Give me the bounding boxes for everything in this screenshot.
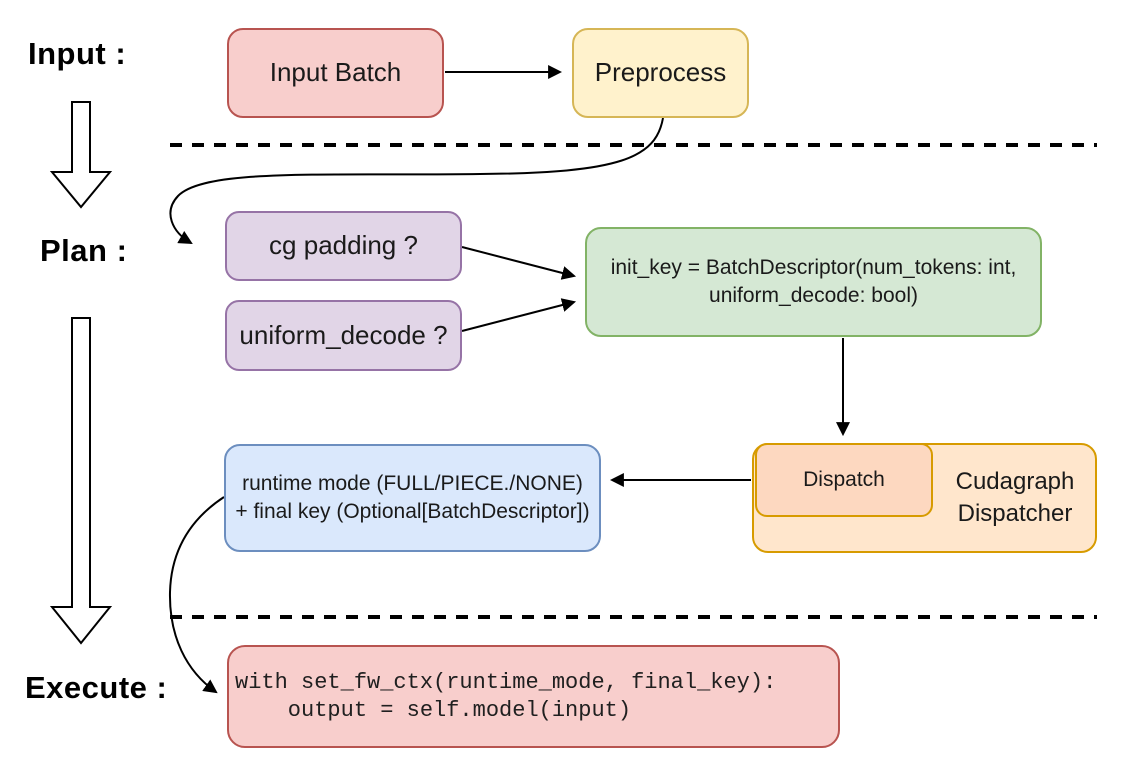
edge-uniform-decode-to-init-key: [461, 298, 577, 332]
stage-label-execute: Execute :: [25, 670, 168, 705]
stage-arrow-input-to-plan-icon: [49, 101, 113, 209]
node-uniform-decode: uniform_decode ?: [225, 300, 462, 371]
node-cg-padding: cg padding ?: [225, 211, 462, 281]
stage-label-plan: Plan :: [40, 233, 128, 268]
node-init-key-line1: init_key = BatchDescriptor(num_tokens: i…: [610, 255, 1017, 279]
edge-preprocess-to-cg-padding: [169, 117, 664, 245]
node-runtime-result-line1: runtime mode (FULL/PIECE./NONE): [242, 471, 583, 495]
stage-arrow-plan-to-execute-icon: [49, 317, 113, 645]
node-dispatch: Dispatch: [755, 443, 933, 517]
node-runtime-result: runtime mode (FULL/PIECE./NONE) + final …: [224, 444, 601, 552]
edge-cg-padding-to-init-key: [461, 246, 577, 280]
node-init-key: init_key = BatchDescriptor(num_tokens: i…: [585, 227, 1042, 337]
node-cudagraph-dispatcher-label: Cudagraph Dispatcher: [933, 443, 1097, 553]
node-uniform-decode-label: uniform_decode ?: [239, 319, 448, 350]
execute-code-line2: output = self.model(input): [235, 697, 632, 723]
node-dispatch-label: Dispatch: [803, 468, 885, 492]
stage-label-input: Input :: [28, 36, 127, 71]
node-preprocess: Preprocess: [572, 28, 749, 118]
cudagraph-label-line2: Dispatcher: [957, 500, 1073, 527]
node-execute-code: with set_fw_ctx(runtime_mode, final_key)…: [227, 645, 840, 748]
execute-code-line1: with set_fw_ctx(runtime_mode, final_key)…: [235, 670, 777, 695]
node-preprocess-label: Preprocess: [594, 57, 727, 88]
node-runtime-result-line2: + final key (Optional[BatchDescriptor]): [235, 500, 590, 523]
node-input-batch: Input Batch: [227, 28, 444, 118]
edge-runtime-result-to-execute-code: [168, 496, 225, 694]
node-input-batch-label: Input Batch: [269, 57, 402, 88]
node-cg-padding-label: cg padding ?: [269, 230, 418, 261]
cudagraph-label-line1: Cudagraph: [955, 467, 1075, 495]
node-init-key-line2: uniform_decode: bool): [709, 284, 918, 307]
